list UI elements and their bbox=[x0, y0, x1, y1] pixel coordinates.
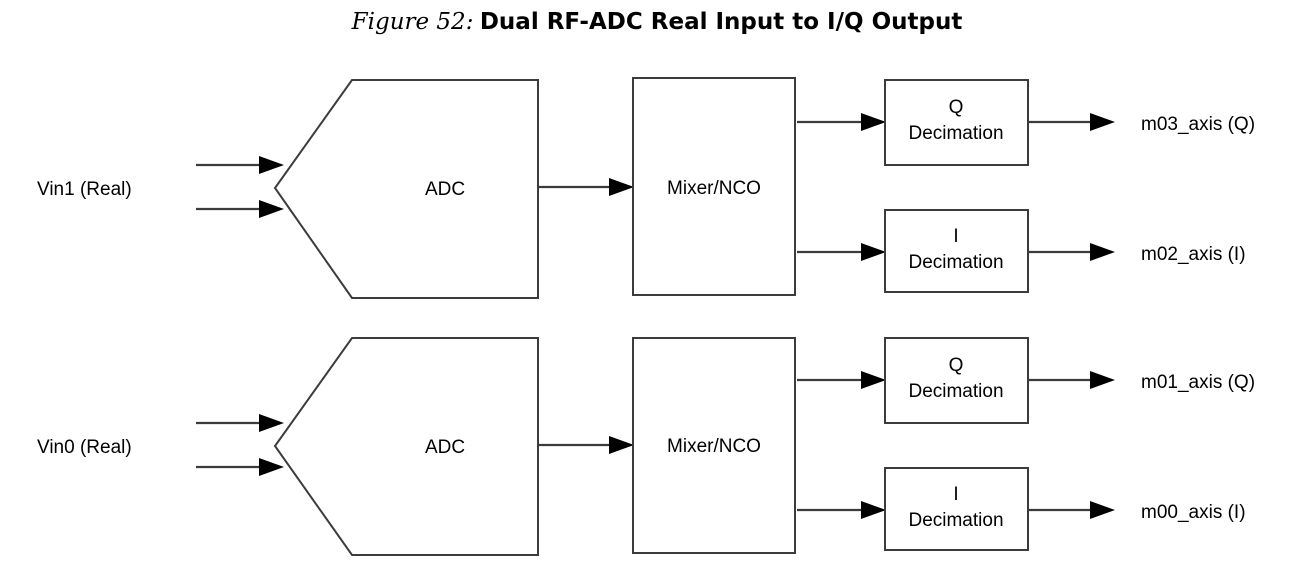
signal-chain-upper: ADC Mixer/NCO Q Decimation bbox=[37, 77, 1255, 299]
mixer-nco-label-upper: Mixer/NCO bbox=[667, 178, 761, 199]
mixer-nco-block-upper bbox=[632, 77, 796, 296]
input-wire-upper-bottom bbox=[196, 200, 284, 218]
figure-title: Figure 52: Dual RF-ADC Real Input to I/Q… bbox=[0, 6, 1314, 37]
output-label-m02-axis: m02_axis (I) bbox=[1141, 244, 1246, 265]
q-decimation-label-line1-lower: Q bbox=[949, 355, 964, 376]
adc-block-upper bbox=[273, 79, 539, 299]
i-decimation-block-upper bbox=[884, 209, 1029, 293]
mixer-nco-label-lower: Mixer/NCO bbox=[667, 436, 761, 457]
wire-q-output-lower bbox=[1028, 371, 1115, 389]
input-label-vin0: Vin0 (Real) bbox=[37, 437, 132, 458]
q-decimation-block-lower bbox=[884, 337, 1029, 424]
mixer-nco-block-lower bbox=[632, 337, 796, 554]
input-label-vin1: Vin1 (Real) bbox=[37, 179, 132, 200]
figure-title-text: Dual RF-ADC Real Input to I/Q Output bbox=[479, 9, 963, 35]
q-decimation-label-line1-upper: Q bbox=[949, 97, 964, 118]
wire-i-output-lower bbox=[1028, 501, 1115, 519]
i-decimation-block-lower bbox=[884, 467, 1029, 551]
figure-number-label: Figure 52: bbox=[351, 9, 474, 35]
wire-i-output-upper bbox=[1028, 243, 1115, 261]
adc-label-upper: ADC bbox=[425, 179, 465, 200]
i-decimation-label-line1-upper: I bbox=[953, 226, 958, 247]
q-decimation-block-upper bbox=[884, 79, 1029, 166]
output-label-m01-axis: m01_axis (Q) bbox=[1141, 372, 1255, 393]
i-decimation-label-line1-lower: I bbox=[953, 484, 958, 505]
adc-label-lower: ADC bbox=[425, 437, 465, 458]
output-label-m00-axis: m00_axis (I) bbox=[1141, 502, 1246, 523]
wire-adc-to-mixer-upper bbox=[538, 178, 634, 196]
i-decimation-label-line2-lower: Decimation bbox=[908, 510, 1003, 531]
input-wire-lower-bottom bbox=[196, 458, 284, 476]
wire-adc-to-mixer-lower bbox=[538, 436, 634, 454]
wire-q-output-upper bbox=[1028, 113, 1115, 131]
signal-chain-lower: ADC Mixer/NCO Q Decimation bbox=[37, 337, 1255, 556]
wire-mixer-branch-lower bbox=[797, 371, 886, 519]
input-wire-lower-top bbox=[196, 414, 284, 432]
wire-mixer-branch-upper bbox=[797, 113, 886, 261]
input-wire-upper-top bbox=[196, 156, 284, 174]
adc-block-lower bbox=[273, 337, 539, 556]
i-decimation-label-line2-upper: Decimation bbox=[908, 252, 1003, 273]
q-decimation-label-line2-lower: Decimation bbox=[908, 381, 1003, 402]
output-label-m03-axis: m03_axis (Q) bbox=[1141, 114, 1255, 135]
q-decimation-label-line2-upper: Decimation bbox=[908, 123, 1003, 144]
